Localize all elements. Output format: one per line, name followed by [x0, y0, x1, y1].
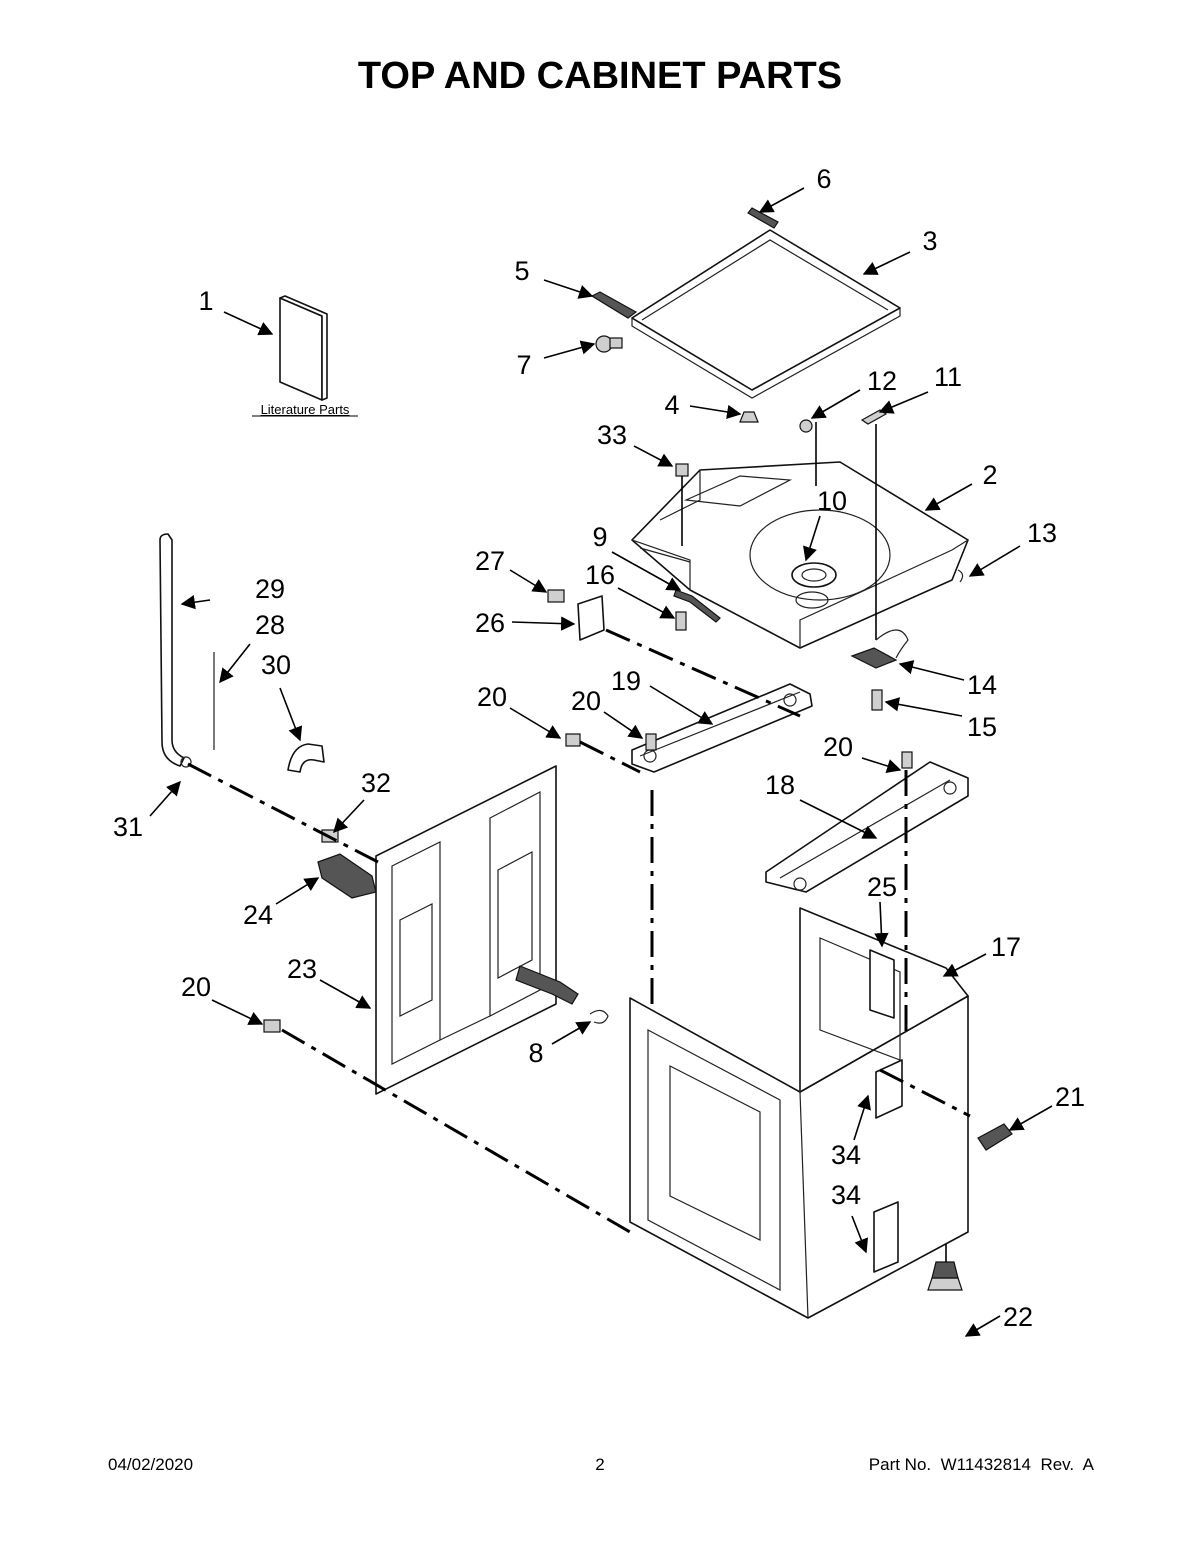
assembly-lines [187, 628, 971, 1234]
screw-20-b [645, 733, 657, 751]
screw-15 [871, 689, 883, 711]
callout-28: 28 [255, 610, 285, 640]
callout-10: 10 [817, 486, 847, 516]
screw-16 [675, 611, 687, 631]
literature-parts-label: Literature Parts [261, 402, 350, 417]
callout-25: 25 [867, 872, 897, 902]
footer-page-number: 2 [595, 1455, 604, 1474]
inlet-hose [515, 965, 579, 1005]
grommet [799, 419, 817, 486]
label-25 [869, 949, 895, 1019]
hinge-left [590, 291, 638, 319]
callout-16: 16 [585, 560, 615, 590]
brand-badge [977, 1123, 1013, 1151]
lid-switch [850, 629, 909, 669]
hose-guide-30 [287, 743, 325, 773]
label-34-lower [873, 1201, 899, 1273]
callout-20-d: 20 [181, 972, 211, 1002]
callout-15: 15 [967, 712, 997, 742]
hinge-top [747, 207, 779, 229]
callout-14: 14 [967, 670, 997, 700]
callout-20-c: 20 [823, 732, 853, 762]
clamp-8 [589, 1009, 609, 1024]
callout-27: 27 [475, 546, 505, 576]
front-rail [631, 683, 813, 773]
callout-labels: 1 2 3 4 5 6 7 8 9 10 11 12 13 14 15 16 1… [113, 164, 1085, 1332]
literature-booklet [252, 295, 358, 417]
footer-date: 04/02/2020 [108, 1455, 193, 1474]
drain-pump-hose [317, 853, 377, 899]
callout-13: 13 [1027, 518, 1057, 548]
callout-22: 22 [1003, 1302, 1033, 1332]
screw-20-a [565, 733, 581, 747]
callout-18: 18 [765, 770, 795, 800]
callout-34-b: 34 [831, 1180, 861, 1210]
screw-20-d [263, 1019, 281, 1033]
callout-19: 19 [611, 666, 641, 696]
callout-29: 29 [255, 574, 285, 604]
callout-17: 17 [991, 932, 1021, 962]
bracket-26 [577, 595, 605, 641]
top-screw-33 [675, 463, 689, 546]
label-34-upper [875, 1059, 903, 1119]
footer-part-number: Part No. W11432814 Rev. A [869, 1455, 1095, 1474]
callout-5: 5 [514, 256, 529, 286]
callout-1: 1 [198, 286, 213, 316]
leader-arrows [149, 187, 1053, 1337]
callout-24: 24 [243, 900, 273, 930]
clip [957, 569, 964, 583]
callout-34-a: 34 [831, 1140, 861, 1170]
callout-8: 8 [528, 1038, 543, 1068]
callout-12: 12 [867, 366, 897, 396]
cabinet [629, 907, 969, 1319]
leveling-leg [927, 1244, 963, 1291]
callout-32: 32 [361, 768, 391, 798]
callout-20-b: 20 [571, 686, 601, 716]
page-title: TOP AND CABINET PARTS [358, 55, 842, 97]
screw-20-c [901, 751, 913, 769]
callout-21: 21 [1055, 1082, 1085, 1112]
callout-23: 23 [287, 954, 317, 984]
callout-30: 30 [261, 650, 291, 680]
callout-9: 9 [592, 522, 607, 552]
hose-clamp-31 [180, 756, 192, 768]
lid-bumper-small [739, 411, 759, 423]
top-panel [631, 461, 969, 649]
callout-6: 6 [816, 164, 831, 194]
callout-7: 7 [516, 350, 531, 380]
lid-bumper [595, 335, 623, 353]
callout-4: 4 [664, 390, 679, 420]
callout-2: 2 [982, 460, 997, 490]
wire-harness [673, 589, 721, 623]
drain-hose [159, 533, 185, 767]
rear-panel [375, 765, 557, 1095]
callout-3: 3 [922, 226, 937, 256]
callout-26: 26 [475, 608, 505, 638]
callout-20-a: 20 [477, 682, 507, 712]
callout-31: 31 [113, 812, 143, 842]
lid [631, 229, 901, 399]
callout-33: 33 [597, 420, 627, 450]
callout-11: 11 [934, 362, 962, 392]
screw-27 [547, 589, 565, 603]
